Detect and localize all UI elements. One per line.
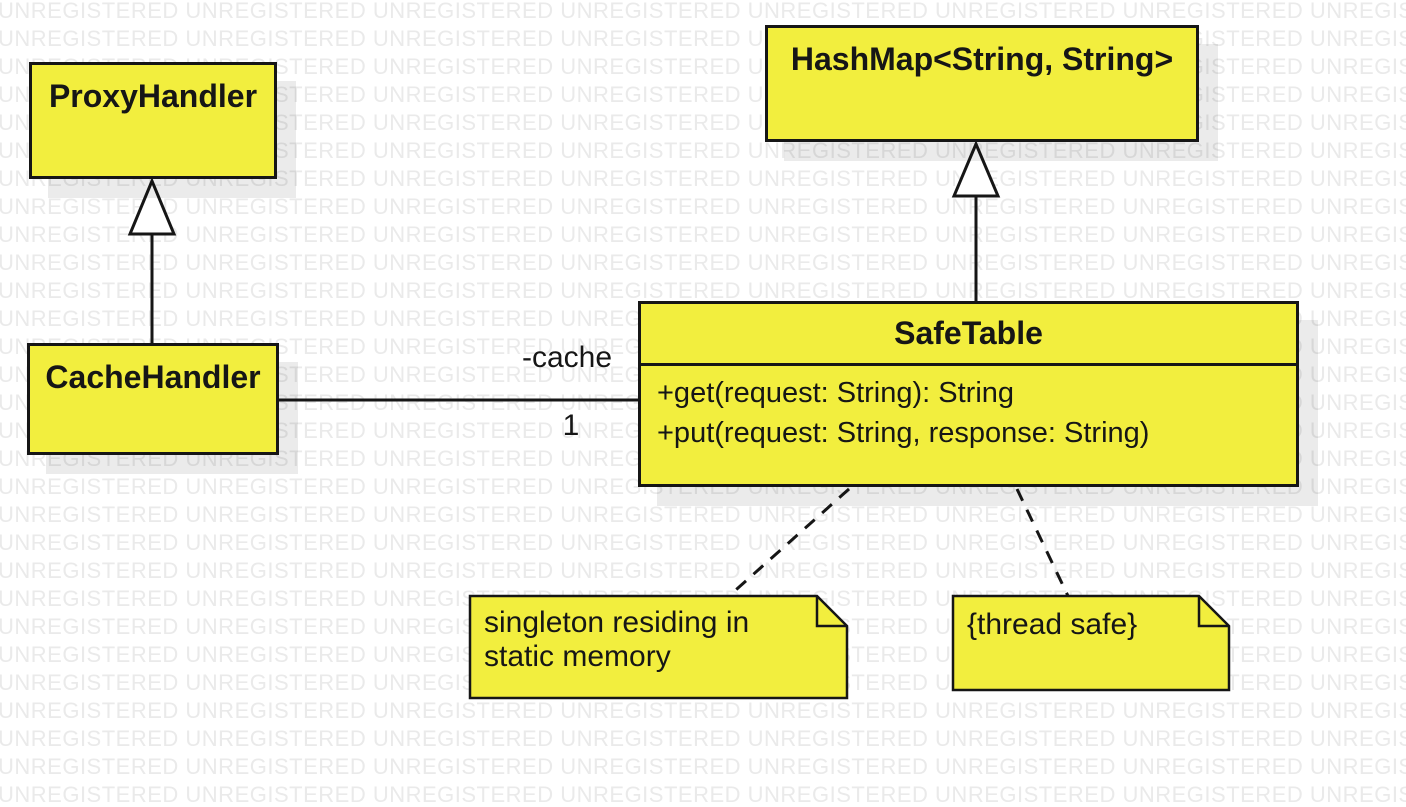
note-fold-corner	[1197, 596, 1229, 628]
generalization-arrowhead-hashmap	[951, 140, 1001, 198]
note-fold-corner	[815, 596, 847, 628]
note-anchor-singleton	[728, 487, 850, 598]
association-role-label: -cache	[521, 341, 612, 374]
note-singleton-text: singleton residing in static memory	[484, 606, 750, 673]
generalization-arrowhead-proxyhandler	[127, 177, 177, 236]
note-thread-safe	[951, 594, 1231, 692]
class-node-safetable: SafeTable +get(request: String): String …	[638, 301, 1299, 487]
class-node-cachehandler: CacheHandler	[27, 343, 279, 455]
methods-compartment: +get(request: String): String +put(reque…	[641, 363, 1296, 453]
class-node-hashmap: HashMap<String, String>	[765, 25, 1199, 142]
class-node-proxyhandler: ProxyHandler	[29, 62, 277, 179]
class-name: ProxyHandler	[48, 78, 258, 114]
class-name: CacheHandler	[45, 359, 261, 395]
class-name: SafeTable	[894, 315, 1043, 351]
note-thread-safe-text: {thread safe}	[967, 608, 1138, 641]
method-put: +put(request: String, response: String)	[657, 417, 1150, 449]
note-body	[468, 594, 849, 700]
note-anchor-thread-safe	[1015, 488, 1070, 597]
class-name: HashMap<String, String>	[790, 41, 1174, 77]
method-get: +get(request: String): String	[657, 377, 1015, 409]
association-multiplicity-label: 1	[562, 409, 580, 442]
note-body	[951, 594, 1231, 692]
note-singleton	[468, 594, 849, 700]
